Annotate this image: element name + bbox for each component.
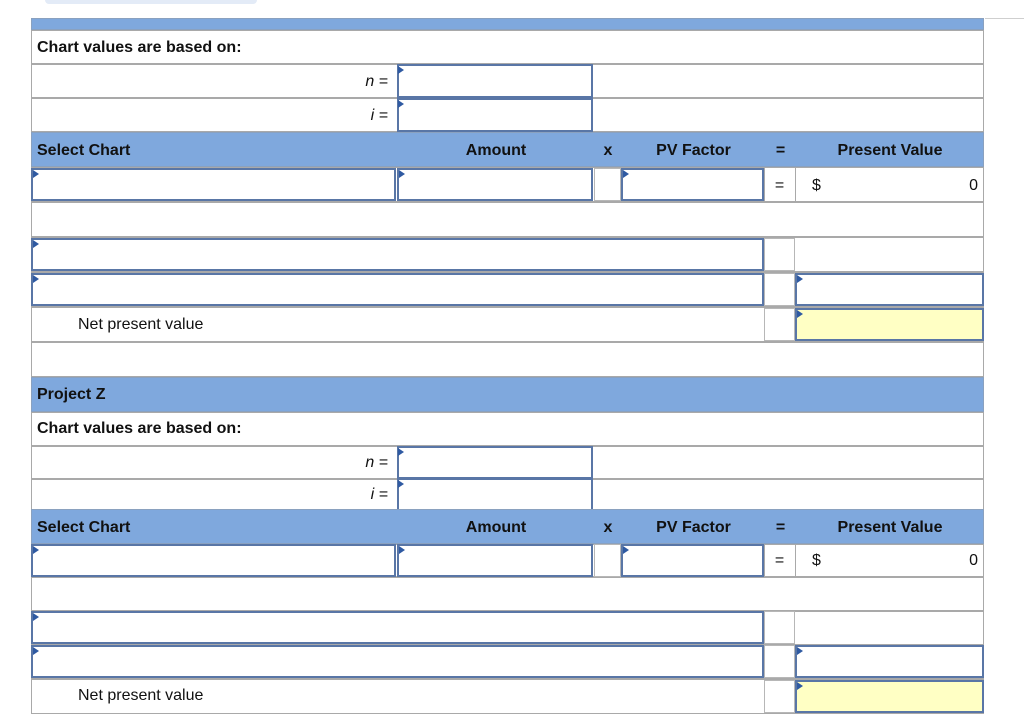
present-value-output: 0 [969, 177, 978, 194]
net-present-value-label: Net present value [78, 316, 204, 333]
input-marker-icon [399, 546, 405, 554]
project-title-bar: Project Z [31, 377, 984, 412]
i-input[interactable] [397, 98, 593, 132]
input-marker-icon [797, 682, 803, 690]
input-marker-icon [623, 170, 629, 178]
equals-header: = [775, 519, 786, 536]
amount-header: Amount [465, 519, 527, 536]
currency-symbol: $ [812, 552, 821, 569]
select-chart-header: Select Chart [37, 519, 131, 536]
based-on-label: Chart values are based on: [37, 39, 242, 56]
equals-header: = [775, 142, 786, 159]
input-marker-icon [797, 310, 803, 318]
present-value-header: Present Value [837, 142, 943, 159]
present-value-header: Present Value [837, 519, 943, 536]
line-item-input[interactable] [31, 273, 764, 306]
select-chart-dropdown[interactable] [31, 168, 396, 201]
spacer-row [31, 577, 984, 611]
operator-cell [764, 645, 795, 678]
spacer-row [31, 202, 984, 237]
divider [985, 18, 1024, 19]
divider [764, 544, 765, 577]
column-header-row: Select Chart Amount x PV Factor = Presen… [31, 132, 984, 167]
input-marker-icon [398, 100, 404, 108]
dropdown-marker-icon [33, 546, 39, 554]
pv-factor-header: PV Factor [656, 519, 731, 536]
input-marker-icon [33, 275, 39, 283]
times-header: x [603, 142, 613, 159]
net-present-value-input[interactable] [795, 680, 984, 713]
line-item-input[interactable] [31, 238, 764, 271]
divider [795, 544, 796, 577]
equals-sign: = [774, 177, 785, 194]
pv-factor-input[interactable] [621, 544, 764, 577]
input-marker-icon [399, 170, 405, 178]
input-marker-icon [33, 613, 39, 621]
based-on-row: Chart values are based on: [31, 412, 984, 446]
project-title: Project Z [37, 386, 106, 403]
dropdown-marker-icon [33, 170, 39, 178]
n-label: n = [365, 73, 388, 90]
operator-cell [764, 308, 795, 341]
input-marker-icon [33, 647, 39, 655]
i-label: i = [370, 486, 388, 503]
times-cell [594, 544, 621, 577]
section-header-bar [31, 18, 984, 30]
operator-cell [764, 611, 795, 644]
scroll-hint [45, 0, 257, 4]
n-label: n = [365, 454, 388, 471]
equals-sign: = [774, 552, 785, 569]
input-marker-icon [398, 448, 404, 456]
net-present-value-label: Net present value [78, 687, 204, 704]
amount-input[interactable] [397, 544, 593, 577]
amount-input[interactable] [397, 168, 593, 201]
i-input[interactable] [397, 478, 593, 511]
input-marker-icon [797, 647, 803, 655]
i-label: i = [370, 107, 388, 124]
pv-factor-input[interactable] [621, 168, 764, 201]
times-header: x [603, 519, 613, 536]
net-present-value-input[interactable] [795, 308, 984, 341]
n-input[interactable] [397, 446, 593, 479]
input-marker-icon [398, 480, 404, 488]
times-cell [594, 168, 621, 201]
divider [795, 167, 796, 202]
input-marker-icon [797, 275, 803, 283]
select-chart-header: Select Chart [37, 142, 131, 159]
divider [764, 167, 765, 202]
select-chart-dropdown[interactable] [31, 544, 396, 577]
operator-cell [764, 273, 795, 306]
operator-cell [764, 238, 795, 271]
input-marker-icon [33, 240, 39, 248]
input-marker-icon [623, 546, 629, 554]
line-item-input[interactable] [31, 645, 764, 678]
spacer-row [31, 342, 984, 377]
present-value-output: 0 [969, 552, 978, 569]
amount-header: Amount [465, 142, 527, 159]
pv-factor-header: PV Factor [656, 142, 731, 159]
input-marker-icon [398, 66, 404, 74]
line-item-value-input[interactable] [795, 645, 984, 678]
column-header-row: Select Chart Amount x PV Factor = Presen… [31, 509, 984, 544]
operator-cell [764, 680, 795, 713]
currency-symbol: $ [812, 177, 821, 194]
n-input[interactable] [397, 64, 593, 98]
based-on-row: Chart values are based on: [31, 30, 984, 64]
line-item-input[interactable] [31, 611, 764, 644]
based-on-label: Chart values are based on: [37, 420, 242, 437]
line-item-value-input[interactable] [795, 273, 984, 306]
